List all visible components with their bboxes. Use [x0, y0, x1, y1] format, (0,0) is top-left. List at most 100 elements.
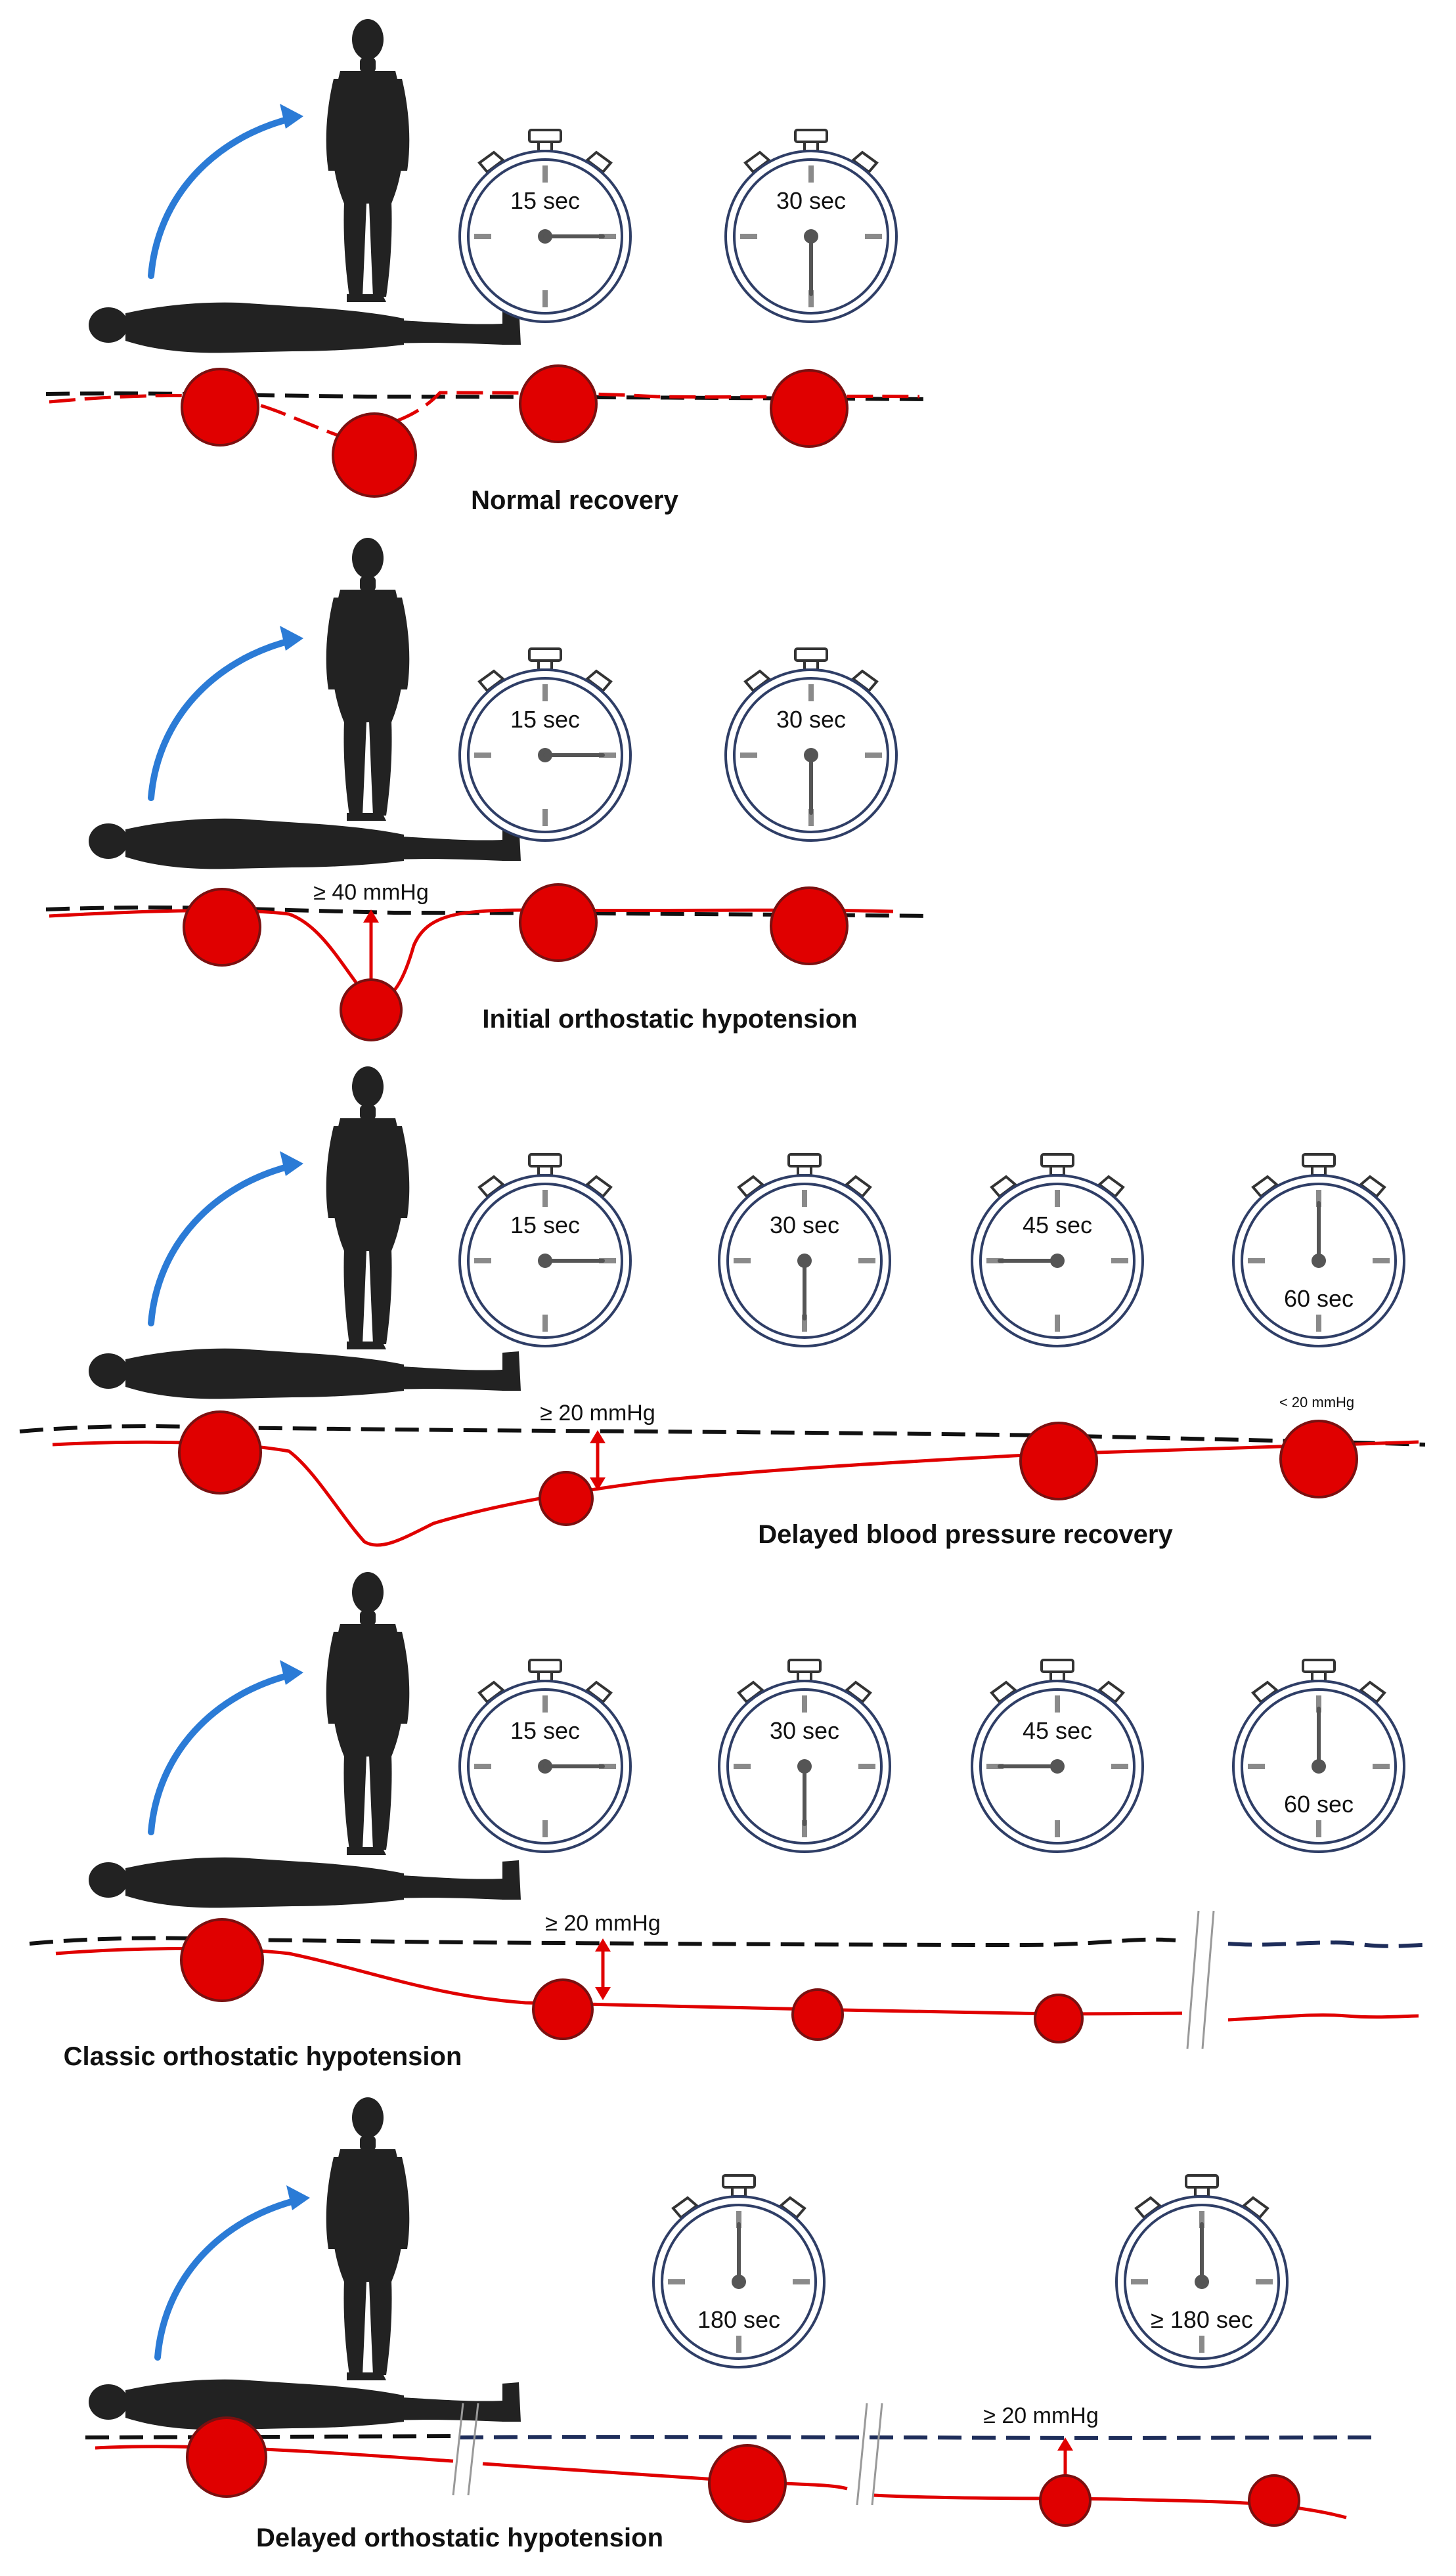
standing-person-icon: [326, 1572, 410, 1855]
blood-cell-icon: [178, 1410, 262, 1495]
timer-label: 15 sec: [510, 1717, 580, 1744]
blood-cell-icon: [770, 369, 849, 448]
baseline-blood-pressure: [1227, 1940, 1426, 1948]
stopwatch-icon: 45 sec: [971, 1153, 1144, 1347]
baseline-blood-pressure: [29, 1936, 1176, 1948]
stand-up-arrow-icon: [151, 626, 303, 798]
arrow-down-icon: [590, 1477, 606, 1491]
stopwatch-icon: 45 sec: [971, 1659, 1144, 1853]
blood-cell-icon: [791, 1988, 844, 2041]
axis-break-icon: [856, 2403, 868, 2506]
timer-label: ≥ 180 sec: [1151, 2306, 1253, 2333]
stand-up-arrow-icon: [151, 1660, 303, 1832]
timer-label: 30 sec: [770, 1212, 839, 1238]
lying-person-icon: [89, 1348, 521, 1399]
stand-up-arrow-icon: [158, 2185, 310, 2357]
blood-cell-icon: [340, 978, 403, 1041]
lying-person-icon: [89, 302, 521, 353]
baseline-blood-pressure: [45, 391, 933, 401]
lying-person-icon: [89, 2379, 521, 2430]
arrow-up-icon: [363, 909, 379, 923]
baseline-blood-pressure: [19, 1424, 1426, 1447]
stopwatch-icon: 30 sec: [718, 1659, 891, 1853]
panel-initial-orthostatic-hypotension: 15 sec 30 sec ≥ 40 mmHg Initial orthosta…: [45, 538, 933, 1041]
stopwatch-icon: 30 sec: [724, 647, 898, 842]
blood-cell-icon: [1019, 1422, 1098, 1500]
blood-cell-icon: [181, 368, 259, 447]
timer-label: 30 sec: [770, 1717, 839, 1744]
blood-cell-icon: [519, 883, 598, 962]
stopwatch-icon: 15 sec: [458, 1659, 632, 1853]
blood-pressure-curve: [49, 908, 894, 1001]
arrow-down-icon: [595, 1987, 611, 2000]
axis-break-icon: [467, 2403, 479, 2496]
stopwatch-icon: 15 sec: [458, 647, 632, 842]
baseline-blood-pressure: [85, 2434, 454, 2439]
standing-person-icon: [326, 1066, 410, 1349]
timer-label: 30 sec: [776, 187, 846, 214]
stopwatch-icon: 30 sec: [718, 1153, 891, 1347]
panel-delayed-blood-pressure-recovery: 15 sec 30 sec 45 sec 60 sec ≥ 20 mmHg < …: [19, 1066, 1426, 1549]
blood-pressure-curve: [95, 2445, 454, 2463]
panel-classic-orthostatic-hypotension: 15 sec 30 sec 45 sec 60 sec ≥ 20 mmHg: [29, 1572, 1426, 2071]
blood-cell-icon: [532, 1978, 594, 2040]
blood-cell-icon: [180, 1918, 264, 2002]
arrow-up-icon: [590, 1430, 606, 1443]
pressure-drop-label: ≥ 40 mmHg: [313, 880, 428, 905]
blood-cell-icon: [332, 412, 417, 498]
stand-up-arrow-icon: [151, 104, 303, 276]
axis-break-icon: [1186, 1910, 1200, 2049]
pressure-drop-label: ≥ 20 mmHg: [983, 2403, 1098, 2428]
blood-cell-icon: [708, 2444, 787, 2523]
axis-break-icon: [871, 2403, 883, 2506]
stopwatch-icon: 15 sec: [458, 1153, 632, 1347]
stopwatch-icon: 60 sec: [1232, 1659, 1405, 1853]
blood-cell-icon: [1039, 2474, 1092, 2527]
timer-label: 30 sec: [776, 706, 846, 733]
stopwatch-icon: ≥ 180 sec: [1115, 2174, 1289, 2369]
baseline-blood-pressure: [45, 906, 933, 918]
timer-label: 15 sec: [510, 706, 580, 733]
panel-title: Normal recovery: [471, 486, 678, 515]
blood-cell-icon: [539, 1471, 594, 1526]
timer-label: 180 sec: [697, 2306, 780, 2333]
blood-cell-icon: [183, 888, 261, 967]
lying-person-icon: [89, 818, 521, 869]
blood-cell-icon: [1279, 1420, 1358, 1498]
baseline-blood-pressure: [459, 2435, 1373, 2440]
blood-pressure-curve: [482, 2462, 848, 2491]
blood-cell-icon: [519, 364, 598, 443]
stopwatch-icon: 60 sec: [1232, 1153, 1405, 1347]
panel-title: Delayed orthostatic hypotension: [256, 2523, 663, 2552]
timer-label: 60 sec: [1284, 1285, 1354, 1312]
timer-label: 15 sec: [510, 187, 580, 214]
timer-label: 15 sec: [510, 1212, 580, 1238]
panel-normal-recovery: 15 sec 30 sec Normal recovery: [45, 19, 933, 515]
blood-cell-icon: [186, 2416, 267, 2498]
axis-break-icon: [452, 2403, 464, 2496]
stopwatch-icon: 180 sec: [652, 2174, 826, 2369]
panel-title: Classic orthostatic hypotension: [64, 2042, 462, 2071]
pressure-drop-label: ≥ 20 mmHg: [540, 1401, 655, 1426]
blood-cell-icon: [1248, 2474, 1300, 2527]
arrow-up-icon: [1057, 2437, 1073, 2451]
panel-title: Delayed blood pressure recovery: [758, 1520, 1173, 1549]
stand-up-arrow-icon: [151, 1151, 303, 1323]
timer-label: 45 sec: [1023, 1212, 1092, 1238]
blood-cell-icon: [770, 886, 849, 965]
pressure-drop-label: ≥ 20 mmHg: [545, 1911, 660, 1936]
panel-title: Initial orthostatic hypotension: [482, 1005, 857, 1034]
standing-person-icon: [326, 19, 410, 302]
arrow-up-icon: [595, 1938, 611, 1952]
pressure-residual-label: < 20 mmHg: [1279, 1394, 1354, 1410]
axis-break-icon: [1201, 1910, 1215, 2049]
timer-label: 60 sec: [1284, 1791, 1354, 1818]
blood-cell-icon: [1034, 1994, 1084, 2043]
blood-pressure-curve: [1227, 2013, 1419, 2022]
lying-person-icon: [89, 1857, 521, 1908]
standing-person-icon: [326, 2097, 410, 2380]
timer-label: 45 sec: [1023, 1717, 1092, 1744]
stopwatch-icon: 30 sec: [724, 129, 898, 323]
standing-person-icon: [326, 538, 410, 821]
